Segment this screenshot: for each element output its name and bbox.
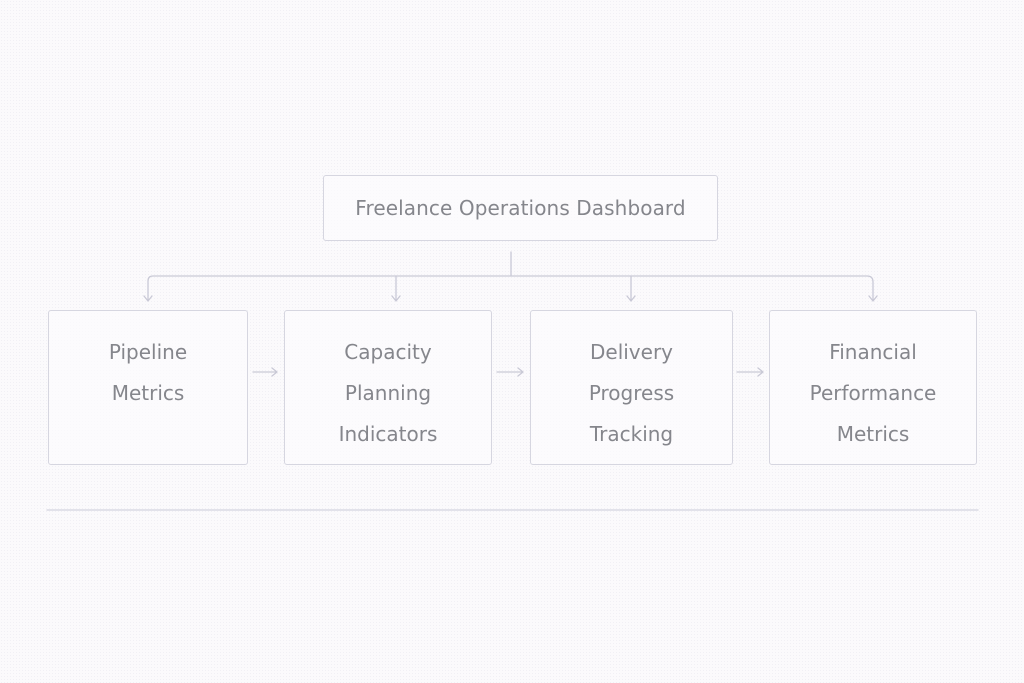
stage-pipeline-metrics: Pipeline Metrics bbox=[48, 310, 248, 465]
arrow-down-icon bbox=[391, 295, 401, 302]
stage-label-line: Pipeline bbox=[108, 340, 188, 364]
arrow-down-icon bbox=[626, 295, 636, 302]
stage-label-line: Capacity bbox=[344, 340, 432, 364]
stage-delivery-progress: Delivery Progress Tracking bbox=[530, 310, 733, 465]
stage-financial-performance: Financial Performance Metrics bbox=[769, 310, 977, 465]
dashboard-title: Freelance Operations Dashboard bbox=[355, 196, 686, 220]
branch-bus-line bbox=[147, 275, 874, 301]
arrow-down-icon bbox=[143, 295, 153, 302]
stage-label-line: Tracking bbox=[589, 422, 674, 446]
stage-label-line: Delivery bbox=[589, 340, 674, 364]
stage-label-line: Metrics bbox=[111, 381, 185, 405]
dashboard-title-node: Freelance Operations Dashboard bbox=[323, 175, 718, 241]
arrow-down-icon bbox=[868, 295, 878, 302]
stage-label-line: Financial bbox=[829, 340, 917, 364]
stage-label-line: Performance bbox=[809, 381, 937, 405]
arrow-right-icon bbox=[496, 367, 524, 377]
stage-label-line: Progress bbox=[588, 381, 675, 405]
stage-capacity-planning: Capacity Planning Indicators bbox=[284, 310, 492, 465]
stage-label-line: Planning bbox=[344, 381, 432, 405]
stage-label-line: Indicators bbox=[338, 422, 438, 446]
stage-label-line: Metrics bbox=[836, 422, 910, 446]
arrow-right-icon bbox=[736, 367, 764, 377]
arrow-right-icon bbox=[252, 367, 278, 377]
